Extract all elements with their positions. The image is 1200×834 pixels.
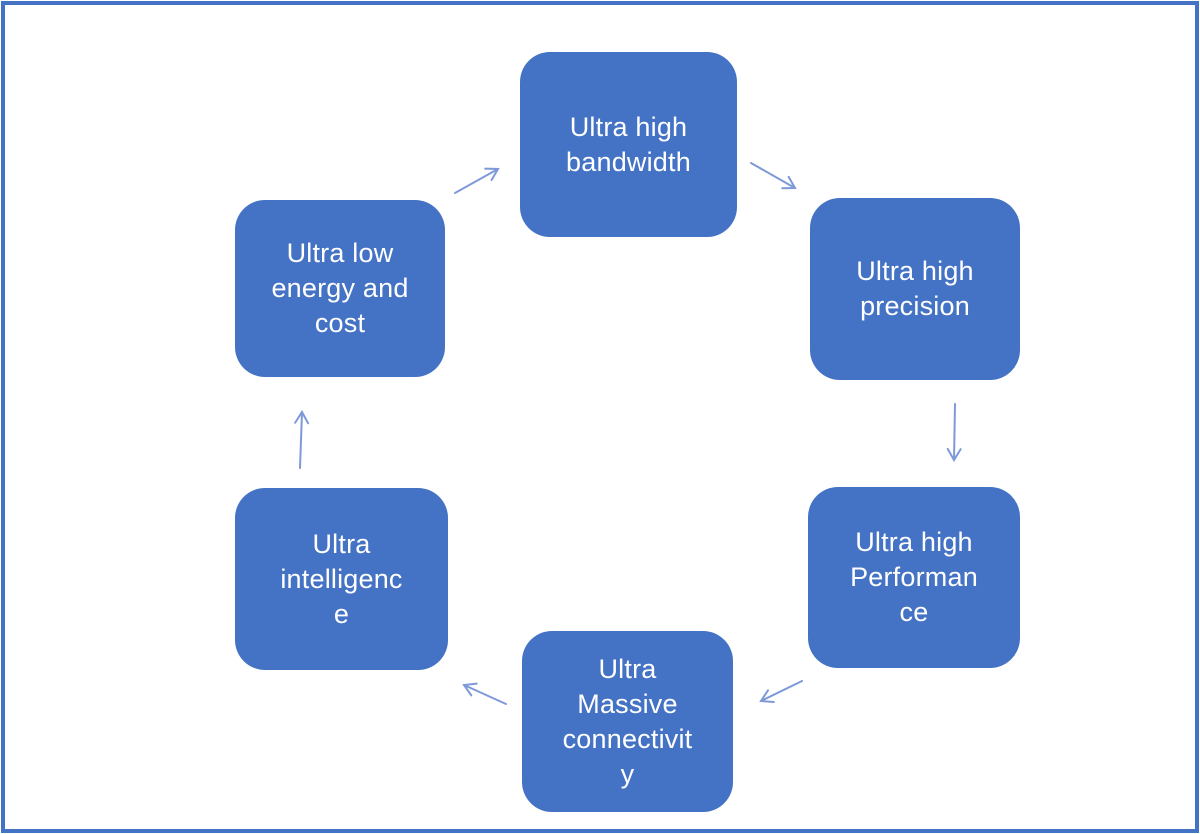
arrow-low-energy-to-bandwidth-icon: [454, 167, 500, 194]
arrow-intelligence-to-low-energy-icon: [294, 410, 310, 469]
arrow-bandwidth-to-precision-icon: [750, 162, 797, 190]
node-ultra-intelligence: Ultra intelligenc e: [235, 488, 448, 670]
arrow-performance-to-connectivity-icon: [759, 680, 803, 704]
node-ultra-low-energy-cost: Ultra low energy and cost: [235, 200, 445, 377]
node-ultra-massive-connectivity: Ultra Massive connectivit y: [522, 631, 733, 812]
node-label: Ultra high Performan ce: [850, 527, 978, 627]
node-ultra-high-bandwidth: Ultra high bandwidth: [520, 52, 737, 237]
node-label: Ultra high precision: [856, 256, 974, 321]
node-label: Ultra intelligenc e: [280, 528, 403, 629]
node-ultra-high-precision: Ultra high precision: [810, 198, 1020, 380]
node-label: Ultra low energy and cost: [271, 238, 409, 338]
node-label: Ultra Massive connectivit y: [562, 653, 693, 789]
node-ultra-high-performance: Ultra high Performan ce: [808, 487, 1020, 668]
arrow-precision-to-performance-icon: [946, 403, 962, 462]
arrow-connectivity-to-intelligence-icon: [462, 682, 507, 705]
node-label: Ultra high bandwidth: [566, 111, 691, 177]
